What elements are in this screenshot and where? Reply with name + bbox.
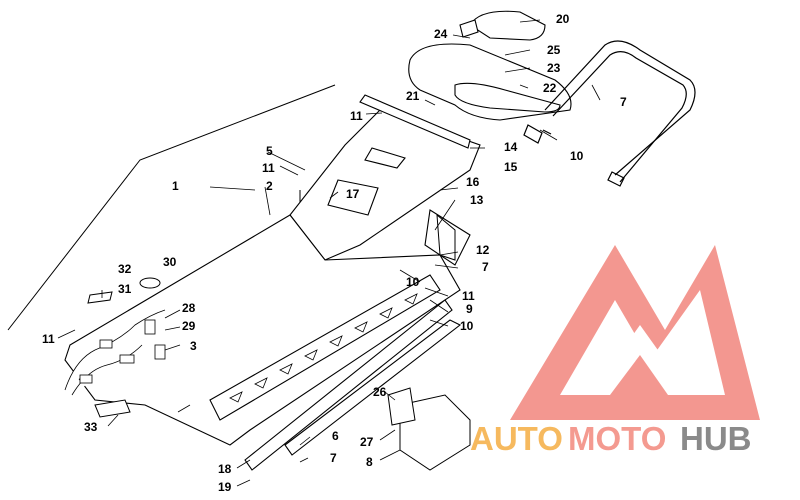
callout-25: 25	[547, 43, 561, 57]
tunnel-assembly	[64, 94, 481, 471]
callout-15: 15	[504, 160, 518, 174]
callout-11-a: 11	[350, 109, 363, 123]
callout-27: 27	[360, 435, 374, 449]
seat-assembly	[408, 10, 572, 121]
grab-bar	[523, 40, 696, 187]
callout-1: 1	[172, 179, 179, 193]
callout-7-c: 7	[330, 451, 337, 465]
callout-21: 21	[406, 89, 420, 103]
callout-12: 12	[476, 243, 490, 257]
callout-32: 32	[118, 262, 132, 276]
watermark-moto: MOTO	[568, 420, 666, 457]
callout-29: 29	[182, 319, 196, 333]
callout-10-a: 10	[570, 149, 584, 163]
callout-20: 20	[556, 12, 570, 26]
bracket-1	[7, 84, 336, 331]
callout-23: 23	[547, 61, 561, 75]
callout-2: 2	[266, 179, 273, 193]
callout-7-a: 7	[620, 95, 627, 109]
callout-16: 16	[466, 175, 480, 189]
small-parts	[64, 213, 471, 471]
callout-3: 3	[190, 339, 197, 353]
callout-6: 6	[332, 429, 339, 443]
watermark-hub: HUB	[680, 420, 752, 457]
callout-10-b: 10	[406, 275, 420, 289]
watermark-logo	[510, 245, 760, 420]
callout-14: 14	[504, 140, 518, 154]
callout-31: 31	[118, 282, 132, 296]
callout-11-b: 11	[262, 161, 275, 175]
callout-13: 13	[470, 193, 484, 207]
callout-17: 17	[346, 187, 360, 201]
callout-19: 19	[218, 480, 232, 494]
callout-24: 24	[434, 27, 448, 41]
watermark-text: AUTO MOTO HUB	[470, 420, 752, 457]
callout-11-d: 11	[42, 332, 55, 346]
callout-5: 5	[266, 144, 273, 158]
callout-11-c: 11	[462, 289, 475, 303]
callout-8: 8	[366, 455, 373, 469]
callout-18: 18	[218, 462, 232, 476]
leader-lines	[57, 19, 601, 487]
watermark-auto: AUTO	[470, 420, 563, 457]
callout-7-b: 7	[482, 260, 489, 274]
callout-22: 22	[543, 81, 557, 95]
callout-30: 30	[163, 255, 177, 269]
callout-26: 26	[373, 385, 387, 399]
callout-33: 33	[84, 420, 98, 434]
callout-labels: 1 2 3 5 6 7 7 7 8 9 10 10 10 11 11 11 11…	[42, 12, 627, 494]
callout-9: 9	[466, 302, 473, 316]
callout-10-c: 10	[460, 319, 474, 333]
callout-28: 28	[182, 301, 196, 315]
